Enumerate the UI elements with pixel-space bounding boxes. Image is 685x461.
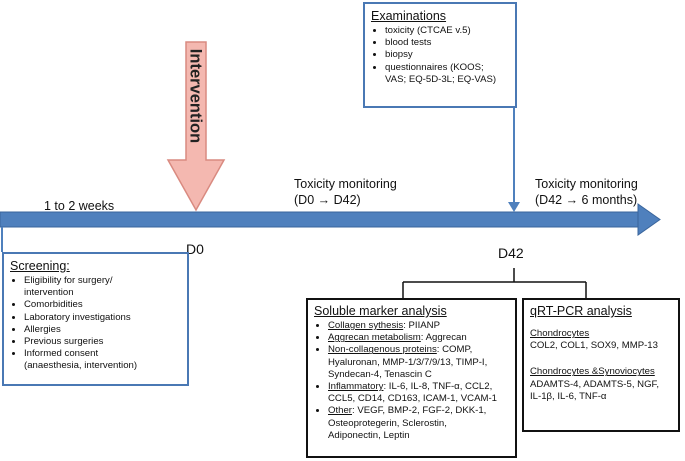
soluble-marker-list: Collagen sythesis: PIIANP Aggrecan metab… <box>314 320 509 442</box>
pre-period-label: 1 to 2 weeks <box>44 199 115 213</box>
screening-item: Informed consent(anaesthesia, interventi… <box>24 348 181 372</box>
exam-item: questionnaires (KOOS; <box>385 62 509 74</box>
chondrocytes-genes: COL2, COL1, SOX9, MMP-13 <box>530 340 658 352</box>
examinations-box: Examinations toxicity (CTCAE v.5) blood … <box>363 2 517 108</box>
collagen-item: Collagen sythesis: PIIANP <box>328 320 509 332</box>
screening-title: Screening: <box>10 259 70 273</box>
synoviocytes-genes-1: ADAMTS-4, ADAMTS-5, NGF, <box>530 378 659 390</box>
intervention-label: Intervention <box>186 48 205 144</box>
examinations-title: Examinations <box>371 9 447 23</box>
chondrocytes-label: Chondrocytes <box>530 328 590 339</box>
soluble-marker-box: Soluble marker analysis Collagen sythesi… <box>306 298 517 458</box>
exam-item: VAS; EQ-5D-3L; EQ-VAS) <box>385 73 497 85</box>
other-item: Other: VEGF, BMP-2, FGF-2, DKK-1,Osteopr… <box>328 405 509 442</box>
screening-item: Comorbidities <box>24 299 181 311</box>
timeline-bar <box>0 211 641 228</box>
screening-item: Previous surgeries <box>24 336 181 348</box>
d0-label: D0 <box>186 241 204 257</box>
exam-item: biopsy <box>385 49 509 61</box>
timeline-arrowhead <box>637 203 661 236</box>
examinations-list: toxicity (CTCAE v.5) blood tests biopsy … <box>371 25 509 86</box>
intervention-arrow <box>166 41 226 212</box>
inflammatory-item: Inflammatory: IL-6, IL-8, TNF-α, CCL2,CC… <box>328 381 509 405</box>
toxicity-2-line2: (D42 → 6 months) <box>535 193 638 207</box>
examinations-arrowhead <box>508 202 520 212</box>
noncollagenous-item: Non-collagenous proteins: COMP,Hyalurona… <box>328 344 509 381</box>
exam-item: toxicity (CTCAE v.5) <box>385 25 509 37</box>
aggrecan-item: Aggrecan metabolism: Aggrecan <box>328 332 509 344</box>
screening-box: Screening: Eligibility for surgery/inter… <box>2 252 189 386</box>
toxicity-2-line1: Toxicity monitoring <box>535 177 638 191</box>
d42-label: D42 <box>498 245 524 261</box>
toxicity-monitoring-1: Toxicity monitoring (D0 → D42) <box>294 176 397 208</box>
synoviocytes-label: Chondrocytes &Synoviocytes <box>530 366 655 378</box>
screening-item: Eligibility for surgery/intervention <box>24 275 181 299</box>
screening-list: Eligibility for surgery/intervention Com… <box>10 275 181 373</box>
soluble-marker-title: Soluble marker analysis <box>314 304 447 318</box>
toxicity-1-line1: Toxicity monitoring <box>294 177 397 191</box>
toxicity-monitoring-2: Toxicity monitoring (D42 → 6 months) <box>535 176 638 208</box>
qrtpcr-box: qRT-PCR analysis Chondrocytes COL2, COL1… <box>522 298 680 432</box>
screening-item: Allergies <box>24 324 181 336</box>
screening-item: Laboratory investigations <box>24 312 181 324</box>
toxicity-1-line2: (D0 → D42) <box>294 193 361 207</box>
exam-item: blood tests <box>385 37 509 49</box>
synoviocytes-genes-2: IL-1β, IL-6, TNF-α <box>530 390 607 402</box>
qrtpcr-title: qRT-PCR analysis <box>530 304 632 318</box>
